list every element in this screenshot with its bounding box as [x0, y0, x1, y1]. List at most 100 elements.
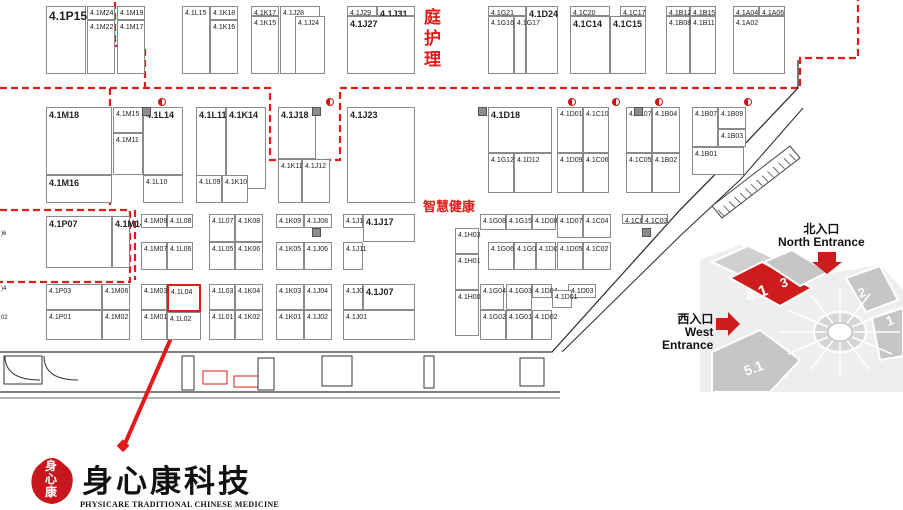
booth[interactable]: 4.1K08 [235, 214, 263, 242]
booth[interactable]: 4.1M15 [113, 107, 143, 133]
booth[interactable]: 4.1K03 [276, 284, 304, 310]
booth[interactable]: 4.1K11 [278, 159, 303, 203]
booth[interactable]: 4.1D12 [514, 153, 552, 193]
booth[interactable]: 4.1K17 [251, 6, 279, 17]
booth[interactable]: 4.1D24 [526, 6, 558, 74]
booth[interactable]: 4.1G06 [488, 242, 514, 270]
booth[interactable]: 4.1K06 [235, 242, 263, 270]
booth[interactable]: 4.1C15 [610, 16, 646, 74]
booth[interactable]: 4.1D06 [536, 242, 562, 270]
booth[interactable]: 4.1K16 [210, 20, 238, 74]
booth[interactable]: 4.1L06 [167, 242, 193, 270]
booth[interactable]: 4.1J27 [347, 16, 415, 74]
booth-highlighted[interactable]: 4.1L04 [167, 284, 201, 312]
booth[interactable]: 4.1A06 [759, 6, 785, 17]
booth[interactable]: 4.1C20 [570, 6, 610, 17]
booth[interactable]: 4.1J08 [304, 214, 332, 228]
booth[interactable]: 4.1C10 [583, 107, 609, 153]
booth[interactable]: 4.1G01 [506, 310, 532, 340]
booth[interactable]: 4.1J17 [363, 214, 415, 242]
booth[interactable]: 4.1D02 [532, 310, 558, 340]
booth[interactable]: 4.1J06 [304, 242, 332, 270]
booth[interactable]: 4.1K01 [276, 310, 304, 340]
booth[interactable]: 4.1M02 [102, 310, 130, 340]
booth[interactable]: 4.1C14 [570, 16, 610, 74]
booth[interactable]: 4.1D015 [557, 107, 586, 153]
booth[interactable]: 4.1J15 [343, 214, 367, 228]
booth[interactable]: 4.1J02 [304, 310, 332, 340]
booth[interactable]: 4.1G02 [480, 310, 506, 340]
booth[interactable]: 4.1L05 [209, 242, 235, 270]
booth[interactable]: 4.1J18 [278, 107, 316, 159]
booth[interactable]: 4.1L08 [167, 214, 193, 228]
booth[interactable]: 4.1B11 [690, 16, 716, 74]
booth[interactable]: 4.1K15 [251, 16, 279, 74]
booth[interactable]: 4.1J23 [347, 107, 415, 203]
booth[interactable]: 4.1B09 [718, 107, 746, 129]
booth[interactable]: 4.1G03 [506, 284, 532, 310]
booth[interactable]: 4.1G21 [488, 6, 526, 17]
booth[interactable]: 4.1M01 [141, 310, 167, 340]
booth[interactable]: 4.1D05 [557, 242, 583, 270]
booth[interactable]: 4.1D07 [557, 214, 583, 238]
booth[interactable]: 4.1C02 [583, 242, 611, 270]
booth[interactable]: 4.1P03 [46, 284, 102, 310]
booth[interactable]: 4.1J07 [363, 284, 415, 310]
booth[interactable]: 4.1G04 [480, 284, 506, 310]
booth[interactable]: 4.1A04 [733, 6, 759, 17]
booth[interactable]: 4.1C03 [642, 214, 668, 225]
booth[interactable]: 4.1J04 [304, 284, 332, 310]
booth[interactable]: 4.1M19 [117, 6, 145, 20]
booth[interactable]: 4.1C01 [622, 214, 648, 225]
booth[interactable]: 4.1L01 [209, 310, 235, 340]
booth[interactable]: 4.1L03 [209, 284, 235, 310]
booth[interactable]: 4.1G15 [506, 214, 532, 230]
booth[interactable]: 4.1K04 [235, 284, 263, 310]
booth[interactable]: 4.1K02 [235, 310, 263, 340]
booth[interactable]: 4.1P07 [46, 216, 112, 268]
booth[interactable]: 4.1M14 [112, 216, 145, 268]
booth[interactable]: 4.1B04 [652, 107, 680, 153]
booth[interactable]: 4.1L15 [182, 6, 210, 74]
booth[interactable]: 4.1L02 [167, 312, 201, 340]
booth[interactable]: 4.1L07 [209, 214, 235, 242]
booth[interactable]: 4.1B12 [666, 6, 691, 17]
booth[interactable]: 4.1G12 [488, 153, 514, 193]
booth[interactable]: 4.1J01 [343, 310, 415, 340]
booth[interactable]: 4.1H01 [455, 254, 481, 290]
booth[interactable]: 4.1J31 [377, 6, 415, 19]
booth[interactable]: 4.1L14 [143, 107, 183, 175]
booth[interactable]: 4.1B03 [718, 129, 746, 147]
booth[interactable]: 4.1H00 [455, 290, 481, 336]
booth[interactable]: 4.1G16 [488, 16, 514, 74]
booth[interactable]: 4.1B15 [690, 6, 716, 17]
booth[interactable]: 4.1P15 [46, 6, 87, 74]
booth[interactable]: 4.1L10 [143, 175, 183, 203]
booth[interactable]: 4.1J29 [347, 6, 377, 17]
booth[interactable]: 4.1A02 [733, 16, 785, 74]
booth[interactable]: 4.1D18 [488, 107, 552, 153]
booth[interactable]: 4.1K09 [276, 214, 304, 228]
booth[interactable]: 4.1M07 [141, 242, 167, 270]
booth[interactable]: 4.1B08 [666, 16, 691, 74]
booth[interactable]: 4.1M06 [102, 284, 130, 310]
booth[interactable]: 4.1M22 [87, 20, 115, 74]
booth[interactable]: 4.1G08 [480, 214, 506, 230]
booth[interactable]: 4.1M18 [46, 107, 112, 175]
booth[interactable]: 4.1G17 [514, 16, 540, 74]
booth[interactable]: 4.1B01 [692, 147, 744, 175]
booth[interactable]: 4.1P01 [46, 310, 102, 340]
booth[interactable]: 4.1M24 [87, 6, 115, 20]
booth[interactable]: 4.1J11 [343, 242, 367, 270]
booth[interactable]: 4.1D01 [552, 290, 578, 308]
booth[interactable]: 4.1M03 [141, 284, 167, 310]
booth[interactable]: 4.1C05 [626, 153, 652, 193]
booth[interactable]: 4.1C04 [583, 214, 611, 238]
booth[interactable]: 4.1K05 [276, 242, 304, 270]
booth[interactable]: 4.1L09 [196, 175, 222, 203]
booth[interactable]: 4.1B02 [652, 153, 680, 193]
booth[interactable]: 4.1M17 [117, 20, 145, 74]
booth[interactable]: 4.1D09 [557, 153, 583, 193]
booth[interactable]: 4.1M16 [46, 175, 112, 203]
booth[interactable]: 4.1D04 [532, 284, 558, 298]
